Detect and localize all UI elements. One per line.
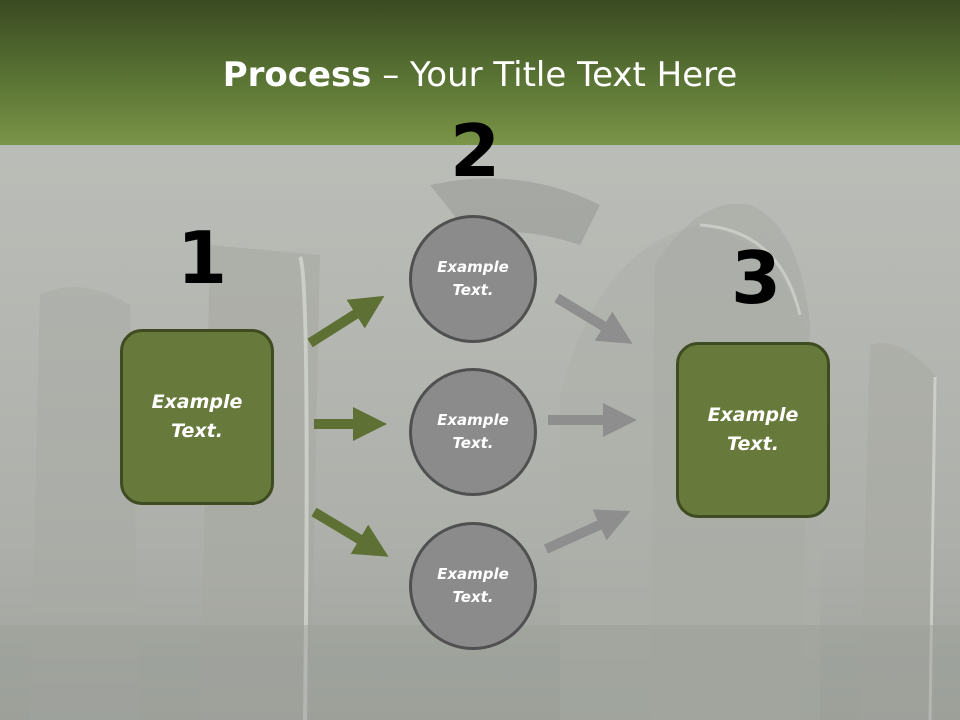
circle-2-text: Example Text.: [437, 411, 509, 452]
title-rest: – Your Title Text Here: [371, 55, 738, 95]
arrow-step1-to-circle1: [307, 295, 385, 348]
title-bold: Process: [222, 55, 372, 95]
header-band: [0, 0, 960, 145]
arrow-circle3-to-step3: [543, 509, 631, 554]
circle-2: Example Text.: [409, 368, 537, 496]
slide-title: Process – Your Title Text Here: [0, 52, 960, 98]
circle-1: Example Text.: [409, 215, 537, 343]
step-3-box: Example Text.: [676, 342, 830, 518]
circle-1-text: Example Text.: [437, 258, 509, 299]
step-number-1: 1: [177, 216, 228, 300]
circle-3: Example Text.: [409, 522, 537, 650]
step-1-text: Example Text.: [151, 391, 243, 442]
step-number-2: 2: [450, 109, 501, 193]
arrow-circle1-to-step3: [554, 293, 633, 344]
step-3-text: Example Text.: [707, 404, 799, 455]
arrow-step1-to-circle3: [311, 507, 389, 557]
step-number-3: 3: [731, 236, 782, 320]
step-1-box: Example Text.: [120, 329, 274, 505]
circle-3-text: Example Text.: [437, 565, 509, 606]
